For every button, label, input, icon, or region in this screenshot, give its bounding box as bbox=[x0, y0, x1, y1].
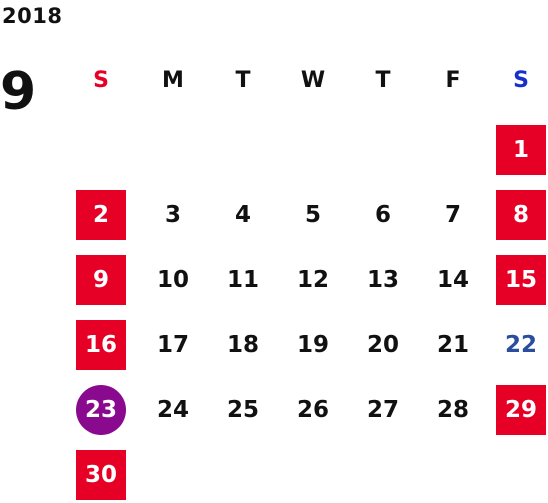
day-number: 7 bbox=[444, 202, 461, 228]
day-cell-20[interactable]: 20 bbox=[358, 320, 408, 370]
day-cell-14[interactable]: 14 bbox=[428, 255, 478, 305]
day-number: 17 bbox=[156, 332, 189, 358]
day-cell-21[interactable]: 21 bbox=[428, 320, 478, 370]
year-label: 2018 bbox=[2, 4, 63, 28]
day-number: 5 bbox=[304, 202, 321, 228]
day-number: 8 bbox=[512, 202, 529, 228]
day-number: 4 bbox=[234, 202, 251, 228]
day-number: 22 bbox=[504, 332, 537, 358]
day-number: 10 bbox=[156, 267, 189, 293]
day-cell-9[interactable]: 9 bbox=[76, 255, 126, 305]
day-cell-24[interactable]: 24 bbox=[148, 385, 198, 435]
day-cell-5[interactable]: 5 bbox=[288, 190, 338, 240]
day-cell-28[interactable]: 28 bbox=[428, 385, 478, 435]
day-cell-25[interactable]: 25 bbox=[218, 385, 268, 435]
day-number: 27 bbox=[366, 397, 399, 423]
day-cell-18[interactable]: 18 bbox=[218, 320, 268, 370]
day-number: 28 bbox=[436, 397, 469, 423]
day-number: 6 bbox=[374, 202, 391, 228]
day-number: 18 bbox=[226, 332, 259, 358]
day-number: 29 bbox=[504, 397, 537, 423]
day-number: 16 bbox=[84, 332, 117, 358]
day-number: 24 bbox=[156, 397, 189, 423]
weekday-header-monday: M bbox=[162, 68, 184, 93]
day-number: 19 bbox=[296, 332, 329, 358]
day-cell-30[interactable]: 30 bbox=[76, 450, 126, 500]
day-cell-2[interactable]: 2 bbox=[76, 190, 126, 240]
day-cell-26[interactable]: 26 bbox=[288, 385, 338, 435]
day-number: 23 bbox=[84, 397, 117, 423]
day-number: 9 bbox=[92, 267, 109, 293]
day-number: 20 bbox=[366, 332, 399, 358]
weekday-header-saturday: S bbox=[513, 68, 529, 93]
day-number: 1 bbox=[512, 137, 529, 163]
day-cell-22[interactable]: 22 bbox=[496, 320, 546, 370]
weekday-header-tuesday: T bbox=[235, 68, 251, 93]
weekday-header-friday: F bbox=[445, 68, 461, 93]
day-number: 25 bbox=[226, 397, 259, 423]
day-number: 14 bbox=[436, 267, 469, 293]
day-cell-23[interactable]: 23 bbox=[76, 385, 126, 435]
day-cell-13[interactable]: 13 bbox=[358, 255, 408, 305]
day-number: 26 bbox=[296, 397, 329, 423]
day-cell-3[interactable]: 3 bbox=[148, 190, 198, 240]
day-number: 15 bbox=[504, 267, 537, 293]
day-cell-6[interactable]: 6 bbox=[358, 190, 408, 240]
day-cell-19[interactable]: 19 bbox=[288, 320, 338, 370]
day-cell-27[interactable]: 27 bbox=[358, 385, 408, 435]
weekday-header-thursday: T bbox=[375, 68, 391, 93]
day-number: 21 bbox=[436, 332, 469, 358]
day-cell-7[interactable]: 7 bbox=[428, 190, 478, 240]
day-cell-8[interactable]: 8 bbox=[496, 190, 546, 240]
day-number: 12 bbox=[296, 267, 329, 293]
day-cell-16[interactable]: 16 bbox=[76, 320, 126, 370]
day-number: 2 bbox=[92, 202, 109, 228]
month-label: 9 bbox=[0, 62, 37, 122]
day-cell-12[interactable]: 12 bbox=[288, 255, 338, 305]
day-cell-11[interactable]: 11 bbox=[218, 255, 268, 305]
day-cell-10[interactable]: 10 bbox=[148, 255, 198, 305]
day-number: 3 bbox=[164, 202, 181, 228]
weekday-header-sunday: S bbox=[93, 68, 109, 93]
day-number: 11 bbox=[226, 267, 259, 293]
day-cell-29[interactable]: 29 bbox=[496, 385, 546, 435]
day-number: 13 bbox=[366, 267, 399, 293]
day-number: 30 bbox=[84, 462, 117, 488]
weekday-header-wednesday: W bbox=[300, 68, 326, 93]
day-cell-15[interactable]: 15 bbox=[496, 255, 546, 305]
day-cell-4[interactable]: 4 bbox=[218, 190, 268, 240]
day-cell-1[interactable]: 1 bbox=[496, 125, 546, 175]
day-cell-17[interactable]: 17 bbox=[148, 320, 198, 370]
